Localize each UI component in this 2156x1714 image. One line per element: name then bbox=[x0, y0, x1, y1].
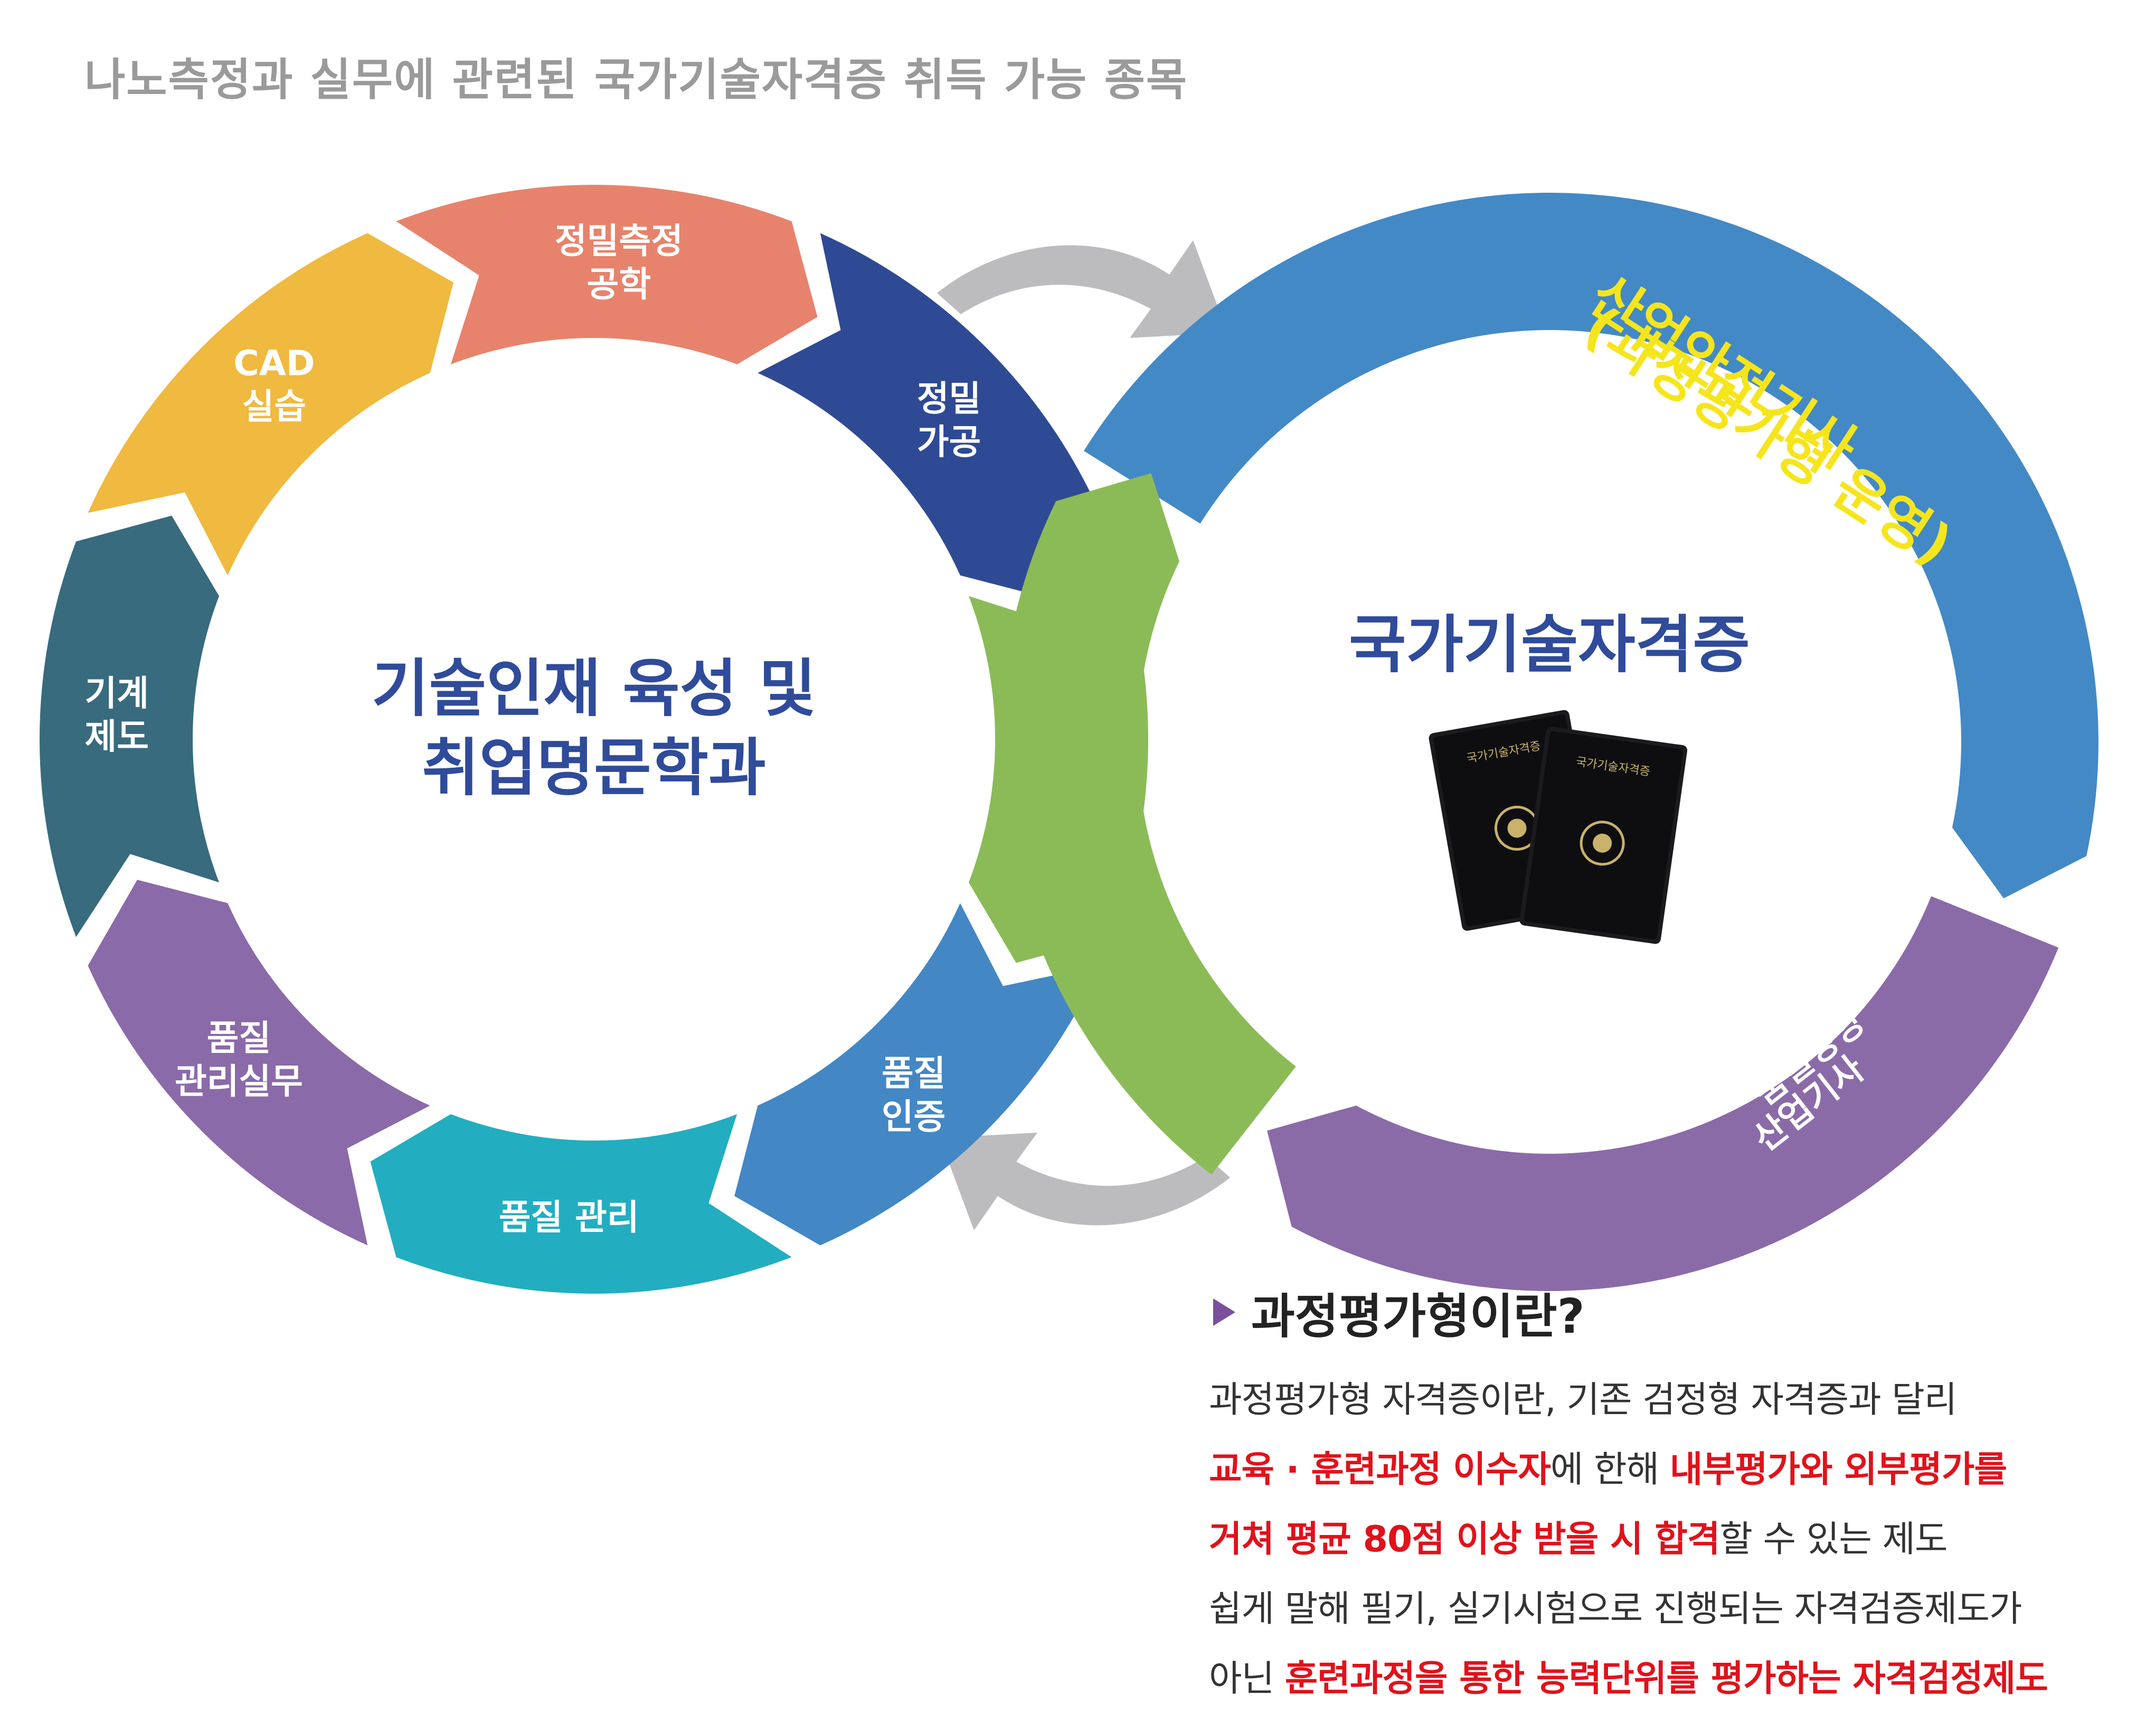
explanation-line-4: 쉽게 말해 필기, 실기시험으로 진행되는 자격검증제도가 bbox=[1209, 1575, 2106, 1644]
left-cycle-center: 기술인재 육성 및 취업명문학과 bbox=[372, 652, 816, 804]
highlight-text: 내부평가와 외부평가를 bbox=[1669, 1449, 2007, 1491]
cycle-segment-4 bbox=[734, 903, 1100, 1246]
body-text: 할 수 있는 제도 bbox=[1719, 1519, 1947, 1560]
page-title: 나노측정과 실무에 관련된 국가기술자격증 취득 가능 종목 bbox=[84, 54, 1188, 106]
right-cycle-title: 국가기술자격증 bbox=[1349, 608, 1750, 681]
explanation-title: 과정평가형이란? bbox=[1209, 1278, 2106, 1346]
cycle-segment-5 bbox=[370, 1114, 792, 1294]
body-text: 쉽게 말해 필기, 실기시험으로 진행되는 자격검증제도가 bbox=[1209, 1588, 2022, 1630]
center-line-1: 기술인재 육성 및 bbox=[372, 652, 816, 725]
blue-arc bbox=[1084, 193, 2098, 899]
green-arc bbox=[1000, 473, 1296, 1175]
cycle-arrows bbox=[937, 240, 1230, 1230]
segment-label-7-2: 제도 bbox=[85, 717, 149, 757]
segment-label-4-2: 인증 bbox=[882, 1097, 945, 1137]
cycle-segment-7 bbox=[39, 515, 220, 937]
highlight-text: 거쳐 평균 80점 이상 받을 시 합격 bbox=[1209, 1519, 1720, 1560]
emblem-icon bbox=[1580, 821, 1625, 866]
explanation-line-2: 교육 · 훈련과정 이수자에 한해 내부평가와 외부평가를 bbox=[1209, 1435, 2106, 1505]
purple-arc bbox=[1267, 896, 2059, 1291]
segment-label-2-1: 정밀 bbox=[917, 378, 981, 419]
cycle-segment-8 bbox=[88, 233, 453, 576]
segment-label-2-2: 가공 bbox=[917, 421, 981, 462]
highlight-text: 훈련과정을 통한 능력단위를 평가하는 자격검정제도 bbox=[1284, 1658, 2048, 1700]
green-arc-label-2: 측정 bbox=[1166, 745, 1230, 786]
explanation-title-text: 과정평가형이란? bbox=[1251, 1289, 1585, 1344]
explanation-line-3: 거쳐 평균 80점 이상 받을 시 합격할 수 있는 제도 bbox=[1209, 1505, 2106, 1575]
top-curved-arrow bbox=[937, 240, 1227, 338]
green-arc-label-3: 산업 bbox=[1166, 794, 1230, 834]
segment-label-5-1: 품질 관리 bbox=[499, 1197, 639, 1238]
segment-label-1-2: 공학 bbox=[587, 264, 651, 305]
highlight-text: 교육 · 훈련과정 이수자 bbox=[1209, 1449, 1551, 1491]
body-text: 과정평가형 자격증이란, 기존 검정형 자격증과 달리 bbox=[1209, 1379, 1957, 1421]
green-arc-label-1: 정밀 bbox=[1166, 696, 1230, 737]
cycle-segment-2 bbox=[758, 233, 1100, 599]
segment-label-7-1: 기계 bbox=[85, 673, 149, 714]
green-arc-label-4: 기사 bbox=[1166, 842, 1230, 883]
segment-label-8-2: 실습 bbox=[242, 386, 306, 427]
certificate-booklets-image: 국가기술자격증 국가기술자격증 bbox=[1429, 710, 1688, 944]
cycle-segment-1 bbox=[396, 185, 818, 365]
triangle-bullet-icon bbox=[1213, 1298, 1235, 1326]
segment-label-1-1: 정밀측정 bbox=[555, 221, 683, 261]
segment-label-6-2: 관리실무 bbox=[175, 1061, 303, 1102]
segment-label-4-1: 품질 bbox=[882, 1053, 945, 1094]
cycle-segment-6 bbox=[88, 880, 430, 1246]
segment-label-6-1: 품질 bbox=[207, 1018, 271, 1059]
body-text: 아닌 bbox=[1209, 1658, 1285, 1700]
center-line-2: 취업명문학과 bbox=[422, 731, 765, 804]
segment-label-8-1: CAD bbox=[233, 343, 315, 383]
explanation-line-1: 과정평가형 자격증이란, 기존 검정형 자격증과 달리 bbox=[1209, 1365, 2106, 1435]
body-text: 에 한해 bbox=[1550, 1449, 1670, 1491]
explanation-line-5: 아닌 훈련과정을 통한 능력단위를 평가하는 자격검정제도 bbox=[1209, 1644, 2106, 1714]
bottom-curved-arrow bbox=[940, 1133, 1230, 1230]
